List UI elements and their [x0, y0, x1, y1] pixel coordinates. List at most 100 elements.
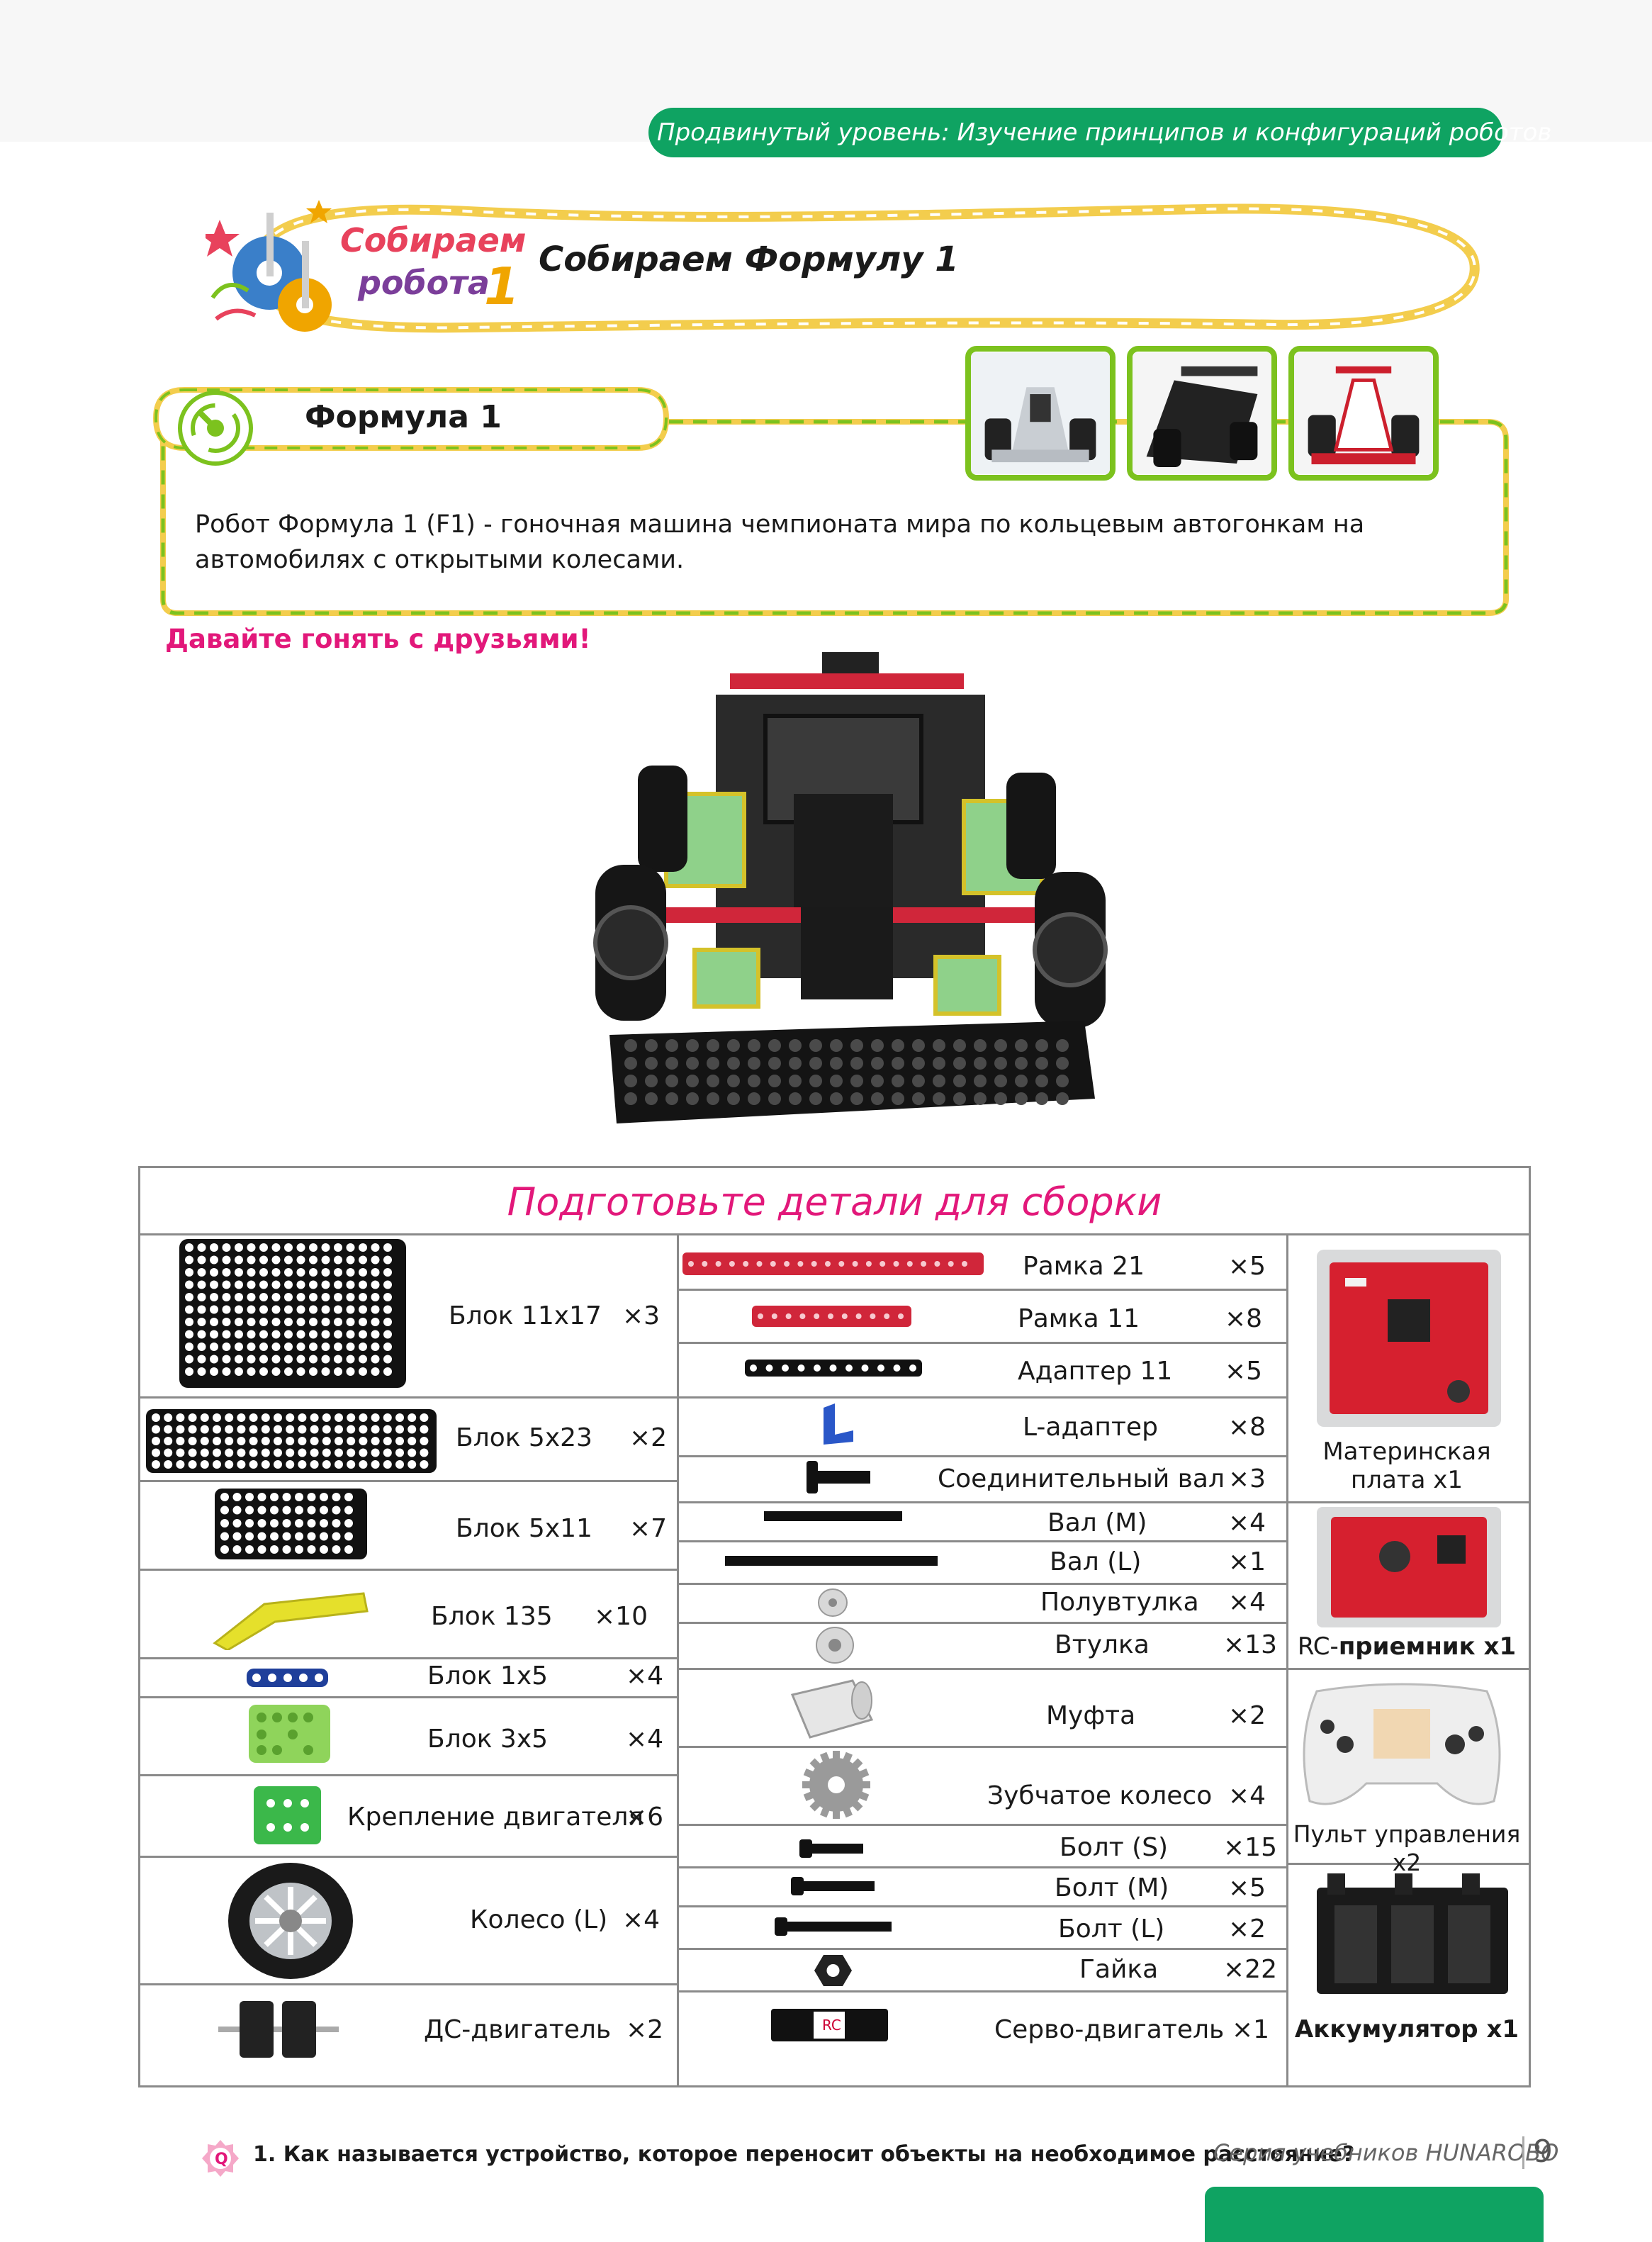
part-qty: ×8: [1228, 1413, 1266, 1442]
part-label: Блок 1x5: [427, 1661, 549, 1691]
header-outline: [249, 203, 1480, 333]
block-5x11-icon: [215, 1489, 367, 1559]
rc-receiver-label: RC-приемник x1: [1297, 1632, 1517, 1661]
bolt-l-icon: [775, 1917, 892, 1936]
section-frame: [152, 387, 1509, 616]
bottom-tab: [1205, 2187, 1544, 2242]
part-label: Блок 5x23: [456, 1423, 592, 1452]
part-qty: ×22: [1223, 1955, 1277, 1984]
shaft-m-icon: [764, 1511, 902, 1521]
section-subtitle: Давайте гонять с друзьями!: [165, 624, 591, 654]
svg-text:RC: RC: [822, 2017, 841, 2034]
battery-label: Аккумулятор x1: [1294, 2015, 1519, 2044]
part-label: Серво-двигатель: [994, 2015, 1225, 2044]
part-label: Адаптер 11: [1018, 1357, 1173, 1386]
part-qty: ×4: [1228, 1508, 1266, 1537]
svg-text:Q: Q: [215, 2151, 228, 2168]
block-3x5-icon: [249, 1705, 330, 1763]
part-label: Блок 135: [431, 1602, 553, 1631]
part-qty: ×15: [1223, 1833, 1277, 1862]
part-label: Гайка: [1079, 1955, 1159, 1984]
target-icon: [178, 391, 253, 466]
part-label: Блок 11x17: [449, 1301, 602, 1330]
block-1x5-icon: [247, 1669, 328, 1687]
section-title: Формула 1: [305, 399, 502, 435]
connecting-shaft-icon: [807, 1461, 870, 1493]
page-separator: [1522, 2136, 1524, 2169]
part-qty: ×7: [629, 1514, 668, 1543]
page-title: Собираем Формулу 1: [539, 240, 959, 279]
review-question: 1. Как называется устройство, которое пе…: [253, 2142, 1355, 2167]
part-label: Зубчатое колесо: [987, 1781, 1213, 1810]
frame-21-icon: [682, 1252, 984, 1275]
rc-receiver-icon: [1317, 1507, 1501, 1627]
part-label: Вал (М): [1047, 1508, 1147, 1537]
level-banner: Продвинутый уровень: Изучение принципов …: [648, 108, 1551, 157]
part-qty: ×2: [1228, 1915, 1266, 1944]
parts-table: Подготовьте детали для сборки: [138, 1166, 1531, 2087]
f1-car-photo-1: [965, 346, 1116, 481]
part-qty: ×5: [1228, 1252, 1266, 1281]
parts-table-title: Подготовьте детали для сборки: [140, 1168, 1529, 1235]
part-label: Втулка: [1055, 1630, 1150, 1659]
bolt-s-icon: [799, 1839, 863, 1858]
part-qty: ×8: [1225, 1304, 1263, 1333]
coupling-icon: [790, 1679, 874, 1739]
part-qty: ×4: [622, 1905, 661, 1934]
section-description: Робот Формула 1 (F1) - гоночная машина ч…: [195, 510, 1365, 574]
wheel-l-icon: [228, 1863, 353, 1979]
shaft-l-icon: [725, 1556, 938, 1566]
nut-icon: [814, 1955, 852, 1986]
l-adapter-icon: [824, 1403, 853, 1445]
battery-holder-icon: [1317, 1873, 1508, 1994]
servo-motor-icon: RC: [771, 2009, 888, 2041]
gears-logo-icon: [206, 200, 332, 332]
part-label: Полувтулка: [1040, 1588, 1199, 1617]
part-qty: ×5: [1225, 1357, 1263, 1386]
part-qty: ×3: [622, 1301, 661, 1330]
part-qty: ×4: [1228, 1588, 1266, 1617]
part-label: Рамка 21: [1023, 1252, 1145, 1281]
f1-car-photo-2: [1127, 346, 1277, 481]
bolt-m-icon: [791, 1877, 875, 1895]
part-qty: ×5: [1228, 1873, 1266, 1902]
bushing-icon: [816, 1627, 854, 1664]
part-qty: ×2: [1228, 1701, 1266, 1730]
page-number: 9: [1533, 2134, 1553, 2170]
part-qty: ×1: [1232, 2015, 1270, 2044]
block-5x23-icon: [146, 1409, 437, 1473]
part-label: Муфта: [1046, 1701, 1136, 1730]
part-qty: ×2: [626, 2015, 664, 2044]
logo-text-line2: робота: [358, 264, 490, 302]
part-label: L-адаптер: [1023, 1413, 1158, 1442]
part-label: Блок 5x11: [456, 1514, 592, 1543]
remote-control-label: Пульт управления x2: [1293, 1820, 1521, 1876]
part-label: Рамка 11: [1018, 1304, 1140, 1333]
part-label: Вал (L): [1050, 1547, 1142, 1576]
part-label: Соединительный вал: [938, 1464, 1225, 1493]
logo-number: 1: [484, 257, 520, 316]
part-qty: ×13: [1223, 1630, 1277, 1659]
robot-formula1-photo: [593, 652, 1108, 1123]
block-135-icon: [213, 1592, 369, 1650]
part-qty: ×3: [1228, 1464, 1266, 1493]
frame-11-icon: [752, 1306, 911, 1327]
part-label: Блок 3x5: [427, 1725, 549, 1754]
part-label: Крепление двигателя: [347, 1803, 644, 1832]
part-label: Болт (S): [1060, 1833, 1169, 1862]
motor-mount-icon: [254, 1786, 321, 1844]
block-11x17-icon: [179, 1239, 406, 1388]
part-label: ДС-двигатель: [424, 2015, 612, 2044]
series-name: Серия учебников HUNAROBO: [1213, 2139, 1559, 2166]
part-qty: ×4: [626, 1661, 664, 1691]
half-bushing-icon: [818, 1588, 848, 1617]
part-qty: ×4: [1228, 1781, 1266, 1810]
logo-text-line1: Собираем: [340, 221, 527, 259]
dc-motor-icon: [218, 2001, 339, 2058]
part-qty: ×1: [1228, 1547, 1266, 1576]
part-qty: ×4: [626, 1725, 664, 1754]
part-qty: ×2: [629, 1423, 668, 1452]
part-qty: ×10: [594, 1602, 648, 1631]
part-qty: ×6: [626, 1803, 664, 1832]
f1-car-photo-3: [1288, 346, 1439, 481]
